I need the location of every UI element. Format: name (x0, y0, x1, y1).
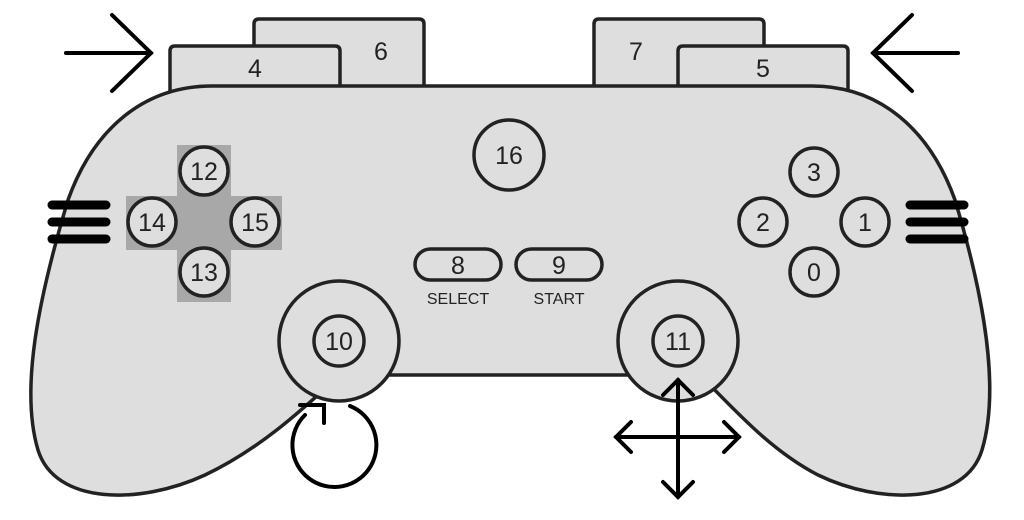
dpad: 12 13 14 15 (126, 145, 282, 302)
face-button-left[interactable]: 2 (737, 196, 789, 248)
select-button-label: 8 (451, 252, 465, 280)
face-button-left-label: 2 (756, 209, 770, 237)
face-button-bottom-label: 0 (807, 259, 821, 287)
select-button[interactable]: 8 (413, 247, 503, 282)
arrow-right-icon (64, 13, 154, 93)
face-button-right[interactable]: 1 (839, 196, 891, 248)
face-button-top[interactable]: 3 (788, 146, 840, 198)
face-button-top-label: 3 (807, 159, 821, 187)
arrow-left-icon (870, 13, 960, 93)
grip-lines-icon (905, 200, 969, 244)
center-button[interactable]: 16 (472, 118, 546, 192)
center-button-label: 16 (495, 142, 523, 170)
trigger-left-label: 6 (374, 38, 388, 66)
start-button[interactable]: 9 (514, 247, 604, 282)
right-stick-label: 11 (665, 328, 691, 356)
dpad-down-label: 13 (190, 259, 218, 287)
bumper-right-label: 5 (756, 55, 770, 83)
start-button-label: 9 (552, 252, 566, 280)
dpad-right-label: 15 (241, 209, 269, 237)
face-button-right-label: 1 (858, 209, 872, 237)
right-stick[interactable]: 11 (616, 279, 740, 403)
move-arrows-icon (613, 377, 742, 500)
dpad-right[interactable]: 15 (229, 196, 281, 248)
left-stick-label: 10 (325, 328, 353, 356)
dpad-left[interactable]: 14 (126, 196, 178, 248)
face-button-bottom[interactable]: 0 (788, 246, 840, 298)
start-caption: START (534, 291, 585, 308)
trigger-right-label: 7 (629, 38, 643, 66)
grip-lines-icon (47, 200, 111, 244)
select-caption: SELECT (427, 291, 489, 308)
dpad-cross (126, 145, 282, 302)
dpad-left-label: 14 (138, 209, 166, 237)
dpad-up[interactable]: 12 (178, 145, 230, 197)
controller-body (29, 84, 992, 497)
rotate-icon (290, 403, 379, 489)
dpad-down[interactable]: 13 (178, 246, 230, 298)
left-stick[interactable]: 10 (277, 279, 401, 403)
bumper-left-label: 4 (248, 55, 262, 83)
dpad-up-label: 12 (190, 158, 218, 186)
